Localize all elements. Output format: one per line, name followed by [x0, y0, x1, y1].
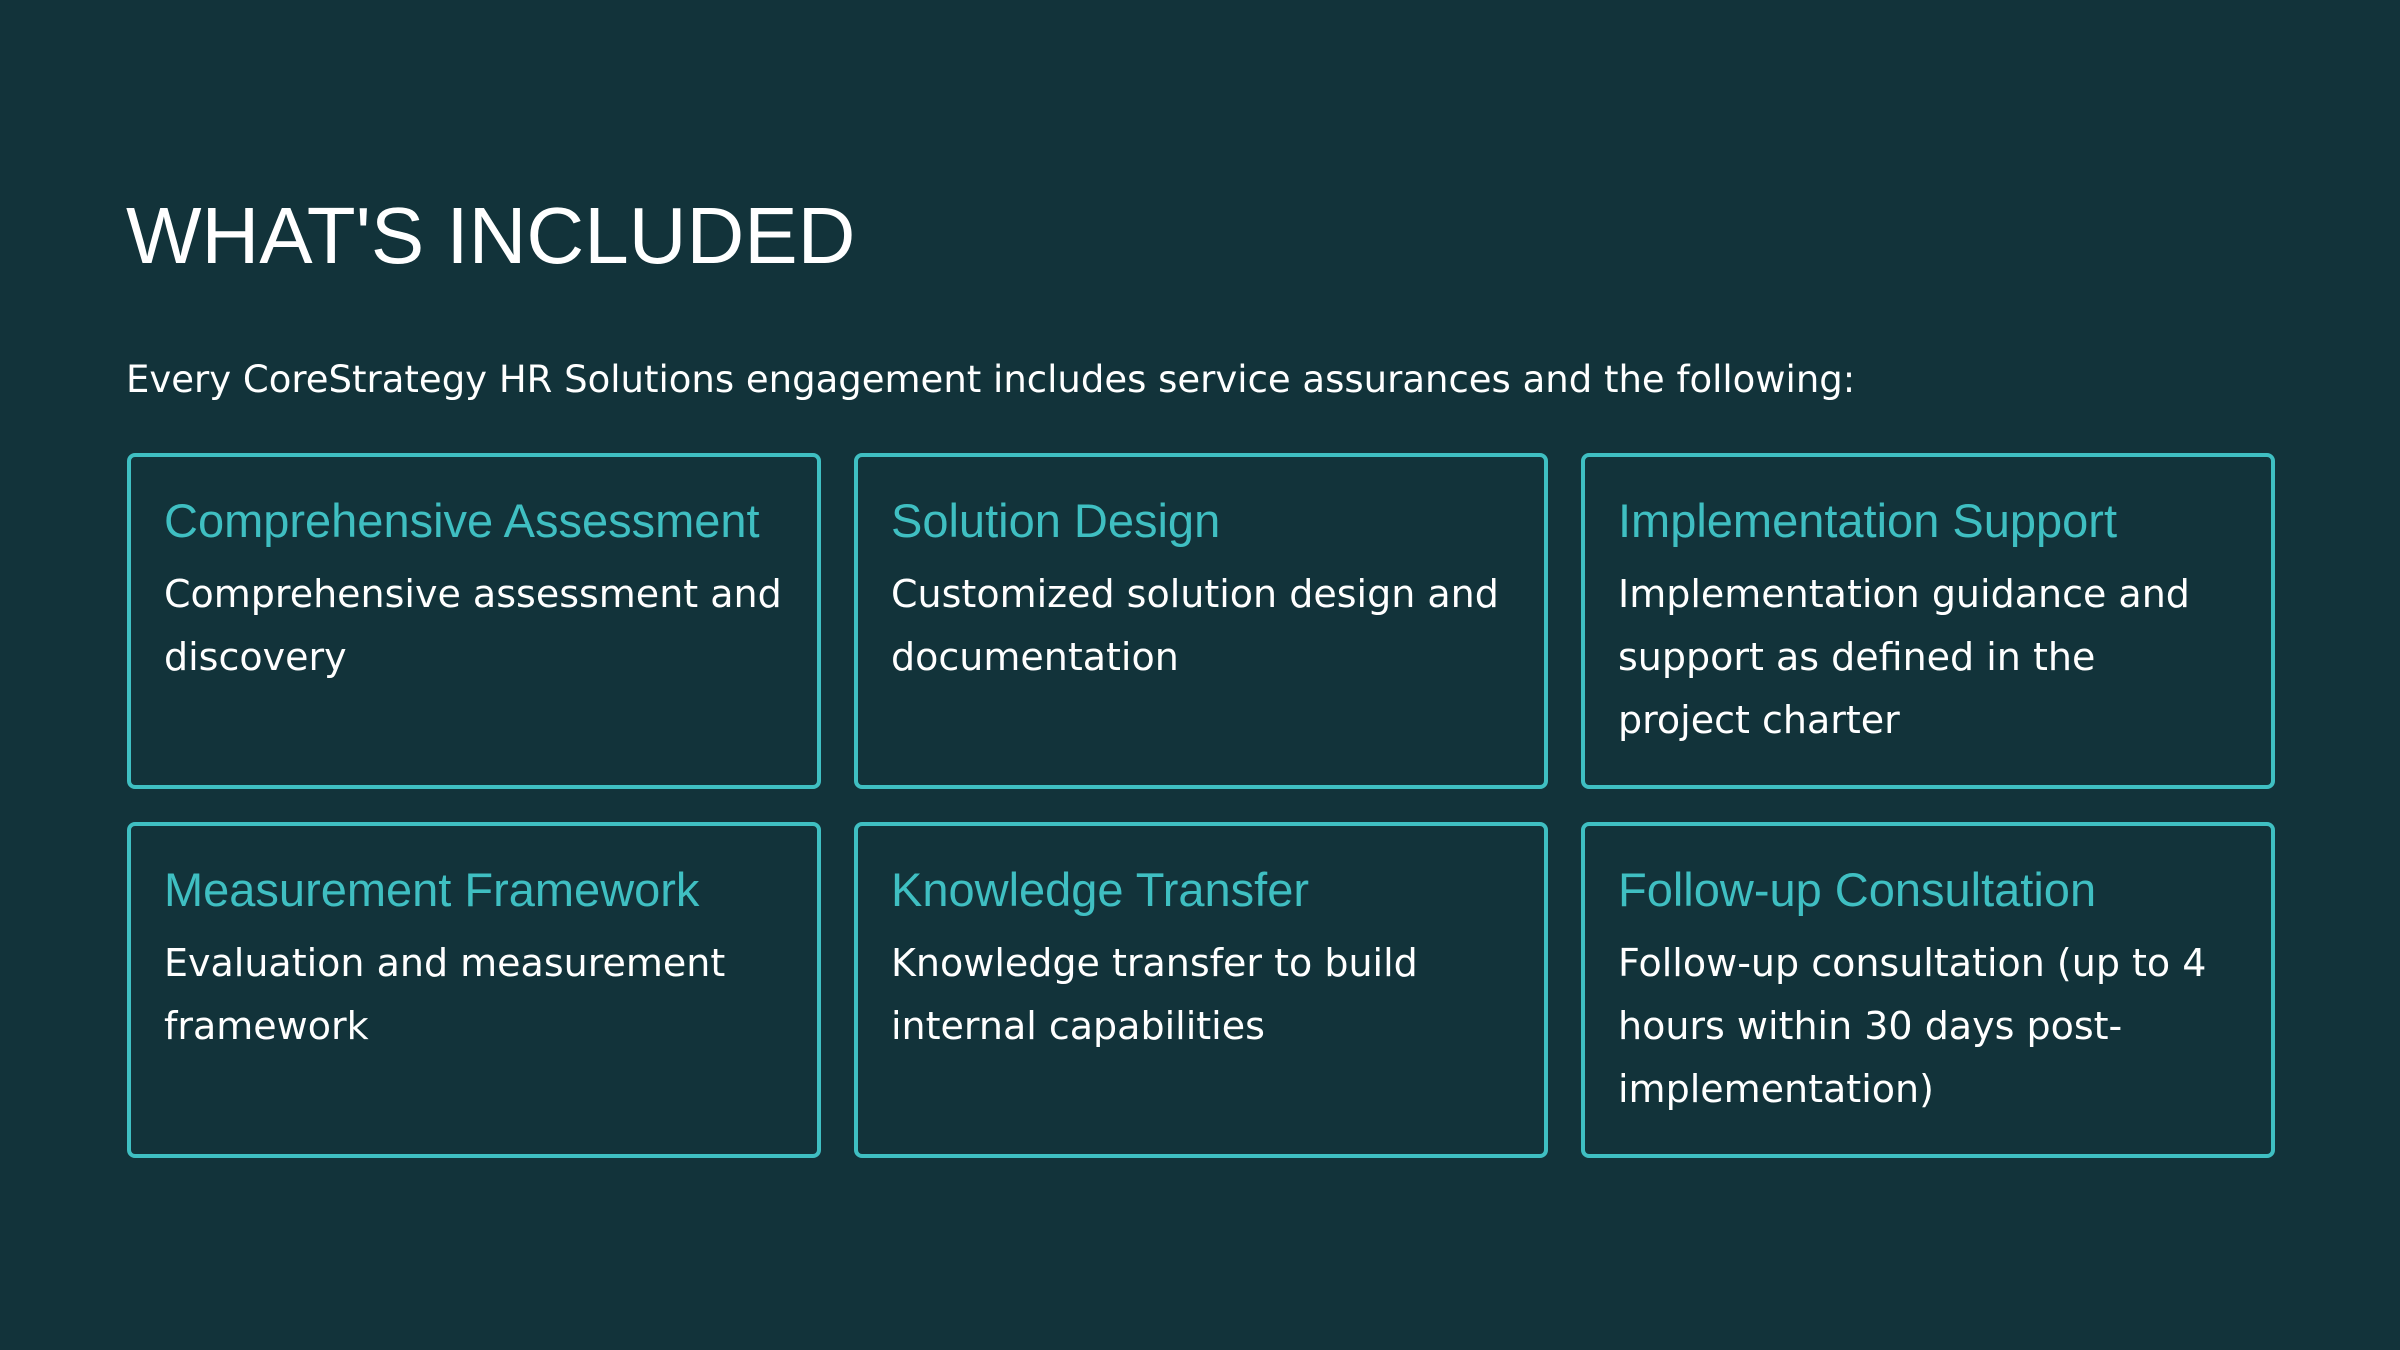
card-body: Implementation guidance and support as d…: [1618, 572, 2190, 743]
card-comprehensive-assessment: Comprehensive Assessment Comprehensive a…: [127, 453, 821, 789]
card-title: Implementation Support: [1618, 494, 2118, 547]
card-body: Comprehensive assessment and discovery: [164, 572, 782, 680]
page-title: WHAT'S INCLUDED: [126, 191, 856, 280]
card-follow-up-consultation: Follow-up Consultation Follow-up consult…: [1581, 822, 2275, 1158]
card-knowledge-transfer: Knowledge Transfer Knowledge transfer to…: [854, 822, 1548, 1158]
card-body: Customized solution design and documenta…: [891, 572, 1499, 680]
card-title: Solution Design: [891, 494, 1221, 547]
page-subtitle: Every CoreStrategy HR Solutions engageme…: [126, 358, 1856, 401]
included-items-grid: Comprehensive Assessment Comprehensive a…: [127, 453, 2275, 1158]
card-title: Measurement Framework: [164, 863, 700, 916]
card-measurement-framework: Measurement Framework Evaluation and mea…: [127, 822, 821, 1158]
card-title: Follow-up Consultation: [1618, 863, 2097, 916]
card-implementation-support: Implementation Support Implementation gu…: [1581, 453, 2275, 789]
card-title: Comprehensive Assessment: [164, 494, 760, 547]
card-body: Follow-up consultation (up to 4 hours wi…: [1618, 941, 2207, 1112]
card-title: Knowledge Transfer: [891, 863, 1310, 916]
card-body: Evaluation and measurement framework: [164, 941, 726, 1049]
card-body: Knowledge transfer to build internal cap…: [891, 941, 1418, 1049]
card-solution-design: Solution Design Customized solution desi…: [854, 453, 1548, 789]
